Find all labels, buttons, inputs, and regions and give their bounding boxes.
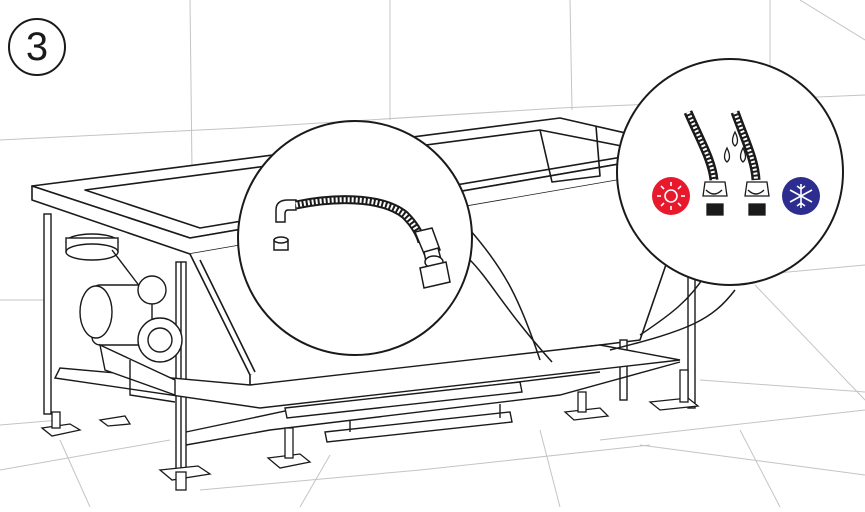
drain-callout (237, 120, 553, 363)
whirlpool-pump (65, 233, 183, 403)
drain-hose-assembly (273, 195, 451, 289)
wall-tile-grid (0, 0, 865, 426)
hot-water-connection (702, 181, 728, 216)
step-number-badge: 3 (8, 18, 66, 76)
floor-tile-grid (0, 409, 865, 508)
step-number-text: 3 (25, 24, 49, 69)
cold-water-connection (744, 181, 770, 216)
snowflake-icon (782, 177, 820, 215)
sun-icon (652, 177, 690, 215)
water-drops-icon (723, 130, 747, 163)
adjustable-feet (40, 369, 700, 491)
water-supply-callout (609, 58, 844, 351)
